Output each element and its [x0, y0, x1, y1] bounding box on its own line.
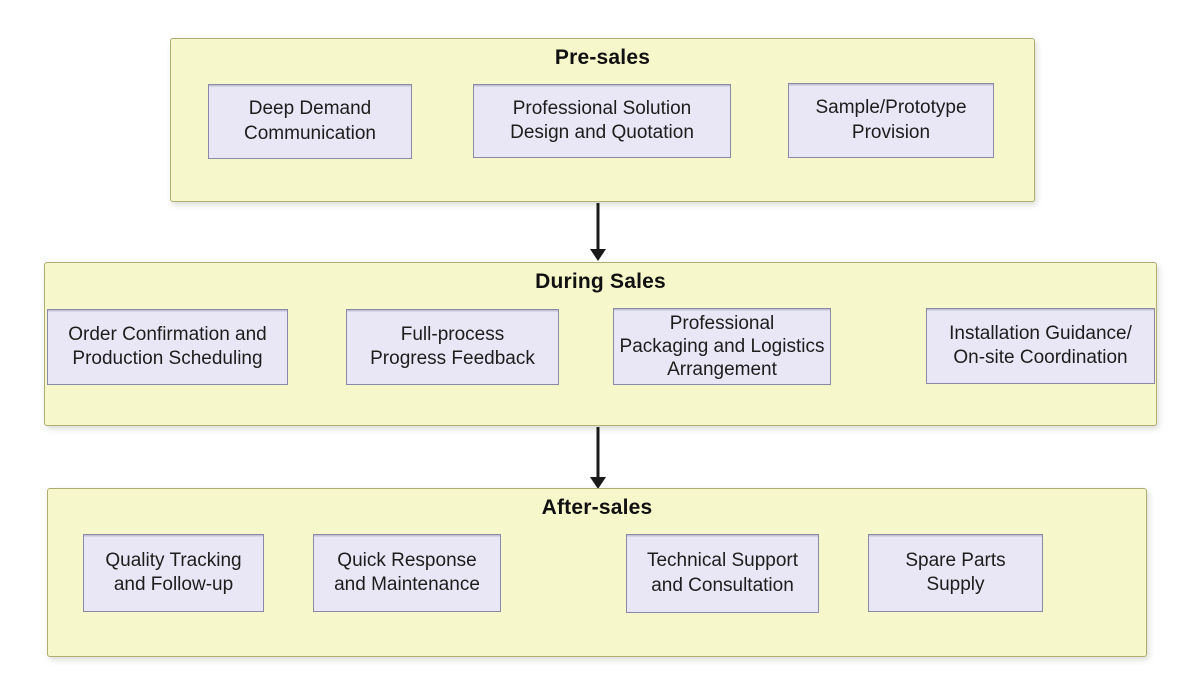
arrow-shaft [596, 203, 600, 251]
section-title-pre-sales: Pre-sales [554, 46, 651, 69]
box-full-process-progress-feedback: Full-process Progress Feedback [346, 309, 559, 385]
section-title-after-sales: After-sales [541, 496, 653, 519]
box-deep-demand-communication: Deep Demand Communication [208, 84, 412, 159]
section-after-sales: After-sales Quality Tracking and Follow-… [47, 488, 1147, 657]
section-pre-sales: Pre-sales Deep Demand Communication Prof… [170, 38, 1035, 202]
box-installation-guidance-on-site-coordination: Installation Guidance/ On-site Coordinat… [926, 308, 1155, 384]
arrow-shaft [596, 427, 600, 479]
arrow-head-icon [590, 477, 606, 489]
box-sample-prototype-provision: Sample/Prototype Provision [788, 83, 994, 158]
section-title-during-sales: During Sales [535, 270, 666, 293]
box-quick-response-and-maintenance: Quick Response and Maintenance [313, 534, 501, 612]
box-spare-parts-supply: Spare Parts Supply [868, 534, 1043, 612]
box-order-confirmation-and-production-scheduling: Order Confirmation and Production Schedu… [47, 309, 288, 385]
box-technical-support-and-consultation: Technical Support and Consultation [626, 534, 819, 613]
flow-arrow-pre-to-during [590, 203, 606, 261]
box-professional-packaging-and-logistics-arrangement: Professional Packaging and Logistics Arr… [613, 308, 831, 385]
section-during-sales: During Sales Order Confirmation and Prod… [44, 262, 1157, 426]
arrow-head-icon [590, 249, 606, 261]
flow-arrow-during-to-after [590, 427, 606, 489]
box-quality-tracking-and-follow-up: Quality Tracking and Follow-up [83, 534, 264, 612]
box-professional-solution-design-and-quotation: Professional Solution Design and Quotati… [473, 84, 731, 158]
